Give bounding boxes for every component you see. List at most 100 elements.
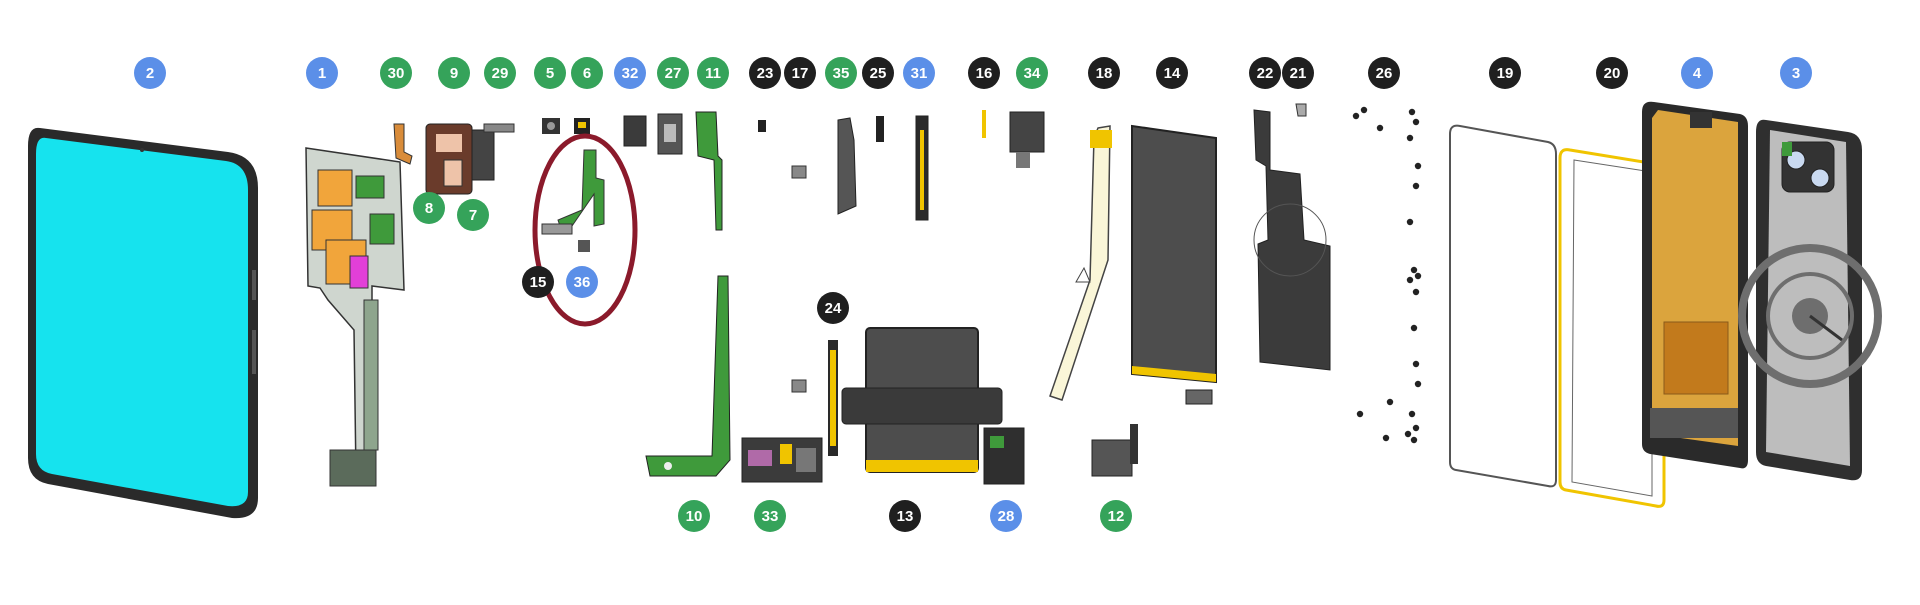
part-21-clip — [1295, 103, 1307, 117]
callout-badge-label: 24 — [825, 300, 842, 317]
callout-badge-30: 30 — [380, 57, 412, 89]
callout-badge-label: 27 — [665, 65, 682, 82]
part-18-long-flex — [1049, 125, 1112, 401]
part-34-bracket — [1009, 111, 1045, 168]
callout-badge-label: 26 — [1376, 65, 1393, 82]
callout-badge-circle — [825, 57, 857, 89]
screw — [1360, 106, 1368, 114]
callout-badge-16: 16 — [968, 57, 1000, 89]
callout-badge-20: 20 — [1596, 57, 1628, 89]
callout-badge-label: 28 — [998, 508, 1015, 525]
part-24-antenna — [828, 340, 838, 456]
callout-badge-26: 26 — [1368, 57, 1400, 89]
callout-badge-circle — [566, 266, 598, 298]
callout-badge-label: 11 — [705, 65, 721, 82]
callout-badge-12: 12 — [1100, 500, 1132, 532]
callout-badge-6: 6 — [571, 57, 603, 89]
screw — [1382, 434, 1390, 442]
screw — [1356, 410, 1364, 418]
part-3-rear-housing — [1738, 119, 1882, 481]
screw — [1412, 288, 1420, 296]
screw — [1412, 360, 1420, 368]
callout-badge-34: 34 — [1016, 57, 1048, 89]
part-4-back-cover — [1642, 101, 1748, 469]
callout-badge-circle — [1368, 57, 1400, 89]
callout-badge-label: 6 — [583, 65, 591, 82]
callout-badge-label: 34 — [1024, 65, 1041, 82]
callout-badge-label: 5 — [546, 65, 554, 82]
callout-badge-label: 7 — [469, 207, 477, 224]
screw — [1412, 182, 1420, 190]
callout-badge-circle — [1249, 57, 1281, 89]
callout-badge-circle — [754, 500, 786, 532]
part-12-connector-block — [1091, 424, 1138, 477]
part-29-bracket — [483, 123, 515, 133]
callout-badge-circle — [1100, 500, 1132, 532]
callout-badge-circle — [1596, 57, 1628, 89]
callout-badge-36: 36 — [566, 266, 598, 298]
screw — [1386, 398, 1394, 406]
callout-badge-circle — [657, 57, 689, 89]
part-30-flex — [393, 123, 413, 165]
callout-badge-2: 2 — [134, 57, 166, 89]
callout-badge-circle — [134, 57, 166, 89]
callout-badge-circle — [522, 266, 554, 298]
callout-badge-1: 1 — [306, 57, 338, 89]
screw — [1376, 124, 1384, 132]
callout-badge-label: 17 — [792, 65, 809, 82]
callout-badge-label: 35 — [833, 65, 850, 82]
part-35-shield — [837, 117, 857, 215]
callout-badge-18: 18 — [1088, 57, 1120, 89]
callout-badge-31: 31 — [903, 57, 935, 89]
part-17-chip — [791, 165, 807, 393]
callout-badge-circle — [1282, 57, 1314, 89]
highlight-ring — [532, 133, 638, 327]
callout-badge-23: 23 — [749, 57, 781, 89]
part-32-bracket — [623, 115, 647, 147]
callout-badge-32: 32 — [614, 57, 646, 89]
callout-badge-circle — [571, 57, 603, 89]
part-19-gasket — [1449, 124, 1557, 488]
part-31-antenna-strip — [915, 115, 929, 221]
callout-badge-label: 8 — [425, 200, 433, 217]
callout-badge-circle — [1088, 57, 1120, 89]
callout-badge-circle — [749, 57, 781, 89]
callout-badge-circle — [889, 500, 921, 532]
callout-badge-label: 19 — [1497, 65, 1514, 82]
callout-badge-circle — [1016, 57, 1048, 89]
callout-badge-circle — [968, 57, 1000, 89]
screw — [1404, 430, 1412, 438]
callout-badge-label: 14 — [1164, 65, 1181, 82]
callout-badge-circle — [306, 57, 338, 89]
callout-badge-circle — [990, 500, 1022, 532]
callout-badge-label: 18 — [1096, 65, 1113, 82]
screw — [1414, 162, 1422, 170]
callout-badge-circle — [1681, 57, 1713, 89]
screw — [1406, 218, 1414, 226]
callout-badge-label: 12 — [1108, 508, 1125, 525]
screw — [1412, 424, 1420, 432]
callout-badge-9: 9 — [438, 57, 470, 89]
callout-badge-11: 11 — [697, 57, 729, 89]
screw — [1410, 266, 1418, 274]
callout-badge-label: 32 — [622, 65, 639, 82]
callout-badge-28: 28 — [990, 500, 1022, 532]
callout-badge-circle — [1156, 57, 1188, 89]
callout-badge-label: 23 — [757, 65, 774, 82]
part-inner-display — [28, 127, 258, 519]
part-10-long-board — [645, 275, 731, 477]
callout-badge-label: 25 — [870, 65, 887, 82]
callout-badge-10: 10 — [678, 500, 710, 532]
screw — [1414, 380, 1422, 388]
screw — [1408, 108, 1416, 116]
part-5-sensor — [542, 118, 560, 134]
callout-badge-circle — [438, 57, 470, 89]
callout-badge-circle — [380, 57, 412, 89]
callout-badge-5: 5 — [534, 57, 566, 89]
screw — [1410, 436, 1418, 444]
callout-badge-circle — [678, 500, 710, 532]
screw — [1406, 276, 1414, 284]
callout-badge-circle — [697, 57, 729, 89]
part-36-flex-cable — [541, 149, 605, 252]
